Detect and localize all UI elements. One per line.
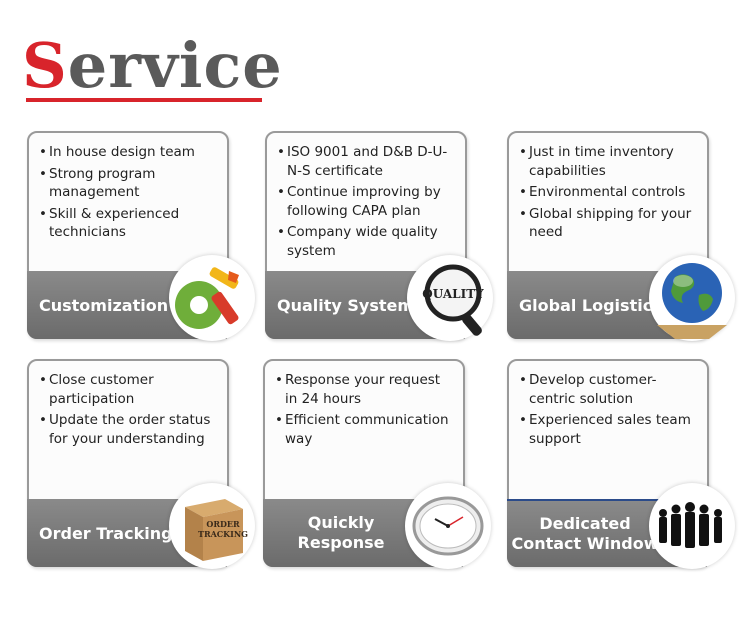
magnifier-icon: QUALITY bbox=[407, 255, 493, 341]
tools-icon bbox=[169, 255, 255, 341]
service-card-contact-window: Develop customer-centric solution Experi… bbox=[507, 359, 735, 569]
feature-list: ISO 9001 and D&B D-U-N-S certificate Con… bbox=[277, 143, 457, 263]
list-item: Just in time inventory capabilities bbox=[519, 143, 699, 180]
list-item: In house design team bbox=[39, 143, 219, 162]
box-icon: ORDER TRACKING bbox=[169, 483, 255, 569]
icon-text-2: TRACKING bbox=[198, 529, 248, 539]
list-item: Experienced sales team support bbox=[519, 411, 699, 448]
list-item: Skill & experienced technicians bbox=[39, 205, 219, 242]
page-title: Service bbox=[22, 30, 283, 102]
card-label: Customization bbox=[39, 295, 169, 315]
service-card-quick-response: Response your request in 24 hours Effici… bbox=[263, 359, 491, 569]
card-label: Quality System bbox=[277, 295, 415, 315]
clock-icon bbox=[405, 483, 491, 569]
list-item: Environmental controls bbox=[519, 183, 699, 202]
card-label: Order Tracking bbox=[39, 523, 173, 543]
feature-list: Close customer participation Update the … bbox=[39, 371, 219, 451]
card-label-line1: Dedicated bbox=[539, 514, 631, 533]
feature-list: Response your request in 24 hours Effici… bbox=[275, 371, 455, 451]
card-label-line1: Quickly bbox=[307, 513, 375, 532]
list-item: Global shipping for your need bbox=[519, 205, 699, 242]
card-label-line2: Contact Window bbox=[511, 534, 659, 553]
list-item: ISO 9001 and D&B D-U-N-S certificate bbox=[277, 143, 457, 180]
list-item: Close customer participation bbox=[39, 371, 219, 408]
card-label-line2: Response bbox=[297, 533, 385, 552]
list-item: Efficient communication way bbox=[275, 411, 455, 448]
service-card-quality: ISO 9001 and D&B D-U-N-S certificate Con… bbox=[265, 131, 493, 341]
service-card-customization: In house design team Strong program mana… bbox=[27, 131, 255, 341]
title-first-letter: S bbox=[22, 29, 68, 102]
icon-text: QUALITY bbox=[422, 287, 484, 301]
team-icon bbox=[649, 483, 735, 569]
list-item: Develop customer-centric solution bbox=[519, 371, 699, 408]
service-card-order-tracking: Close customer participation Update the … bbox=[27, 359, 255, 569]
list-item: Strong program management bbox=[39, 165, 219, 202]
list-item: Continue improving by following CAPA pla… bbox=[277, 183, 457, 220]
title-underline bbox=[26, 98, 262, 102]
list-item: Response your request in 24 hours bbox=[275, 371, 455, 408]
feature-list: Just in time inventory capabilities Envi… bbox=[519, 143, 699, 245]
icon-text-1: ORDER bbox=[206, 519, 240, 529]
feature-list: Develop customer-centric solution Experi… bbox=[519, 371, 699, 451]
service-card-logistic: Just in time inventory capabilities Envi… bbox=[507, 131, 735, 341]
title-rest: ervice bbox=[67, 29, 283, 102]
list-item: Company wide quality system bbox=[277, 223, 457, 260]
globe-icon bbox=[649, 255, 735, 341]
list-item: Update the order status for your underst… bbox=[39, 411, 219, 448]
feature-list: In house design team Strong program mana… bbox=[39, 143, 219, 245]
card-label: Global Logistic bbox=[519, 295, 653, 315]
